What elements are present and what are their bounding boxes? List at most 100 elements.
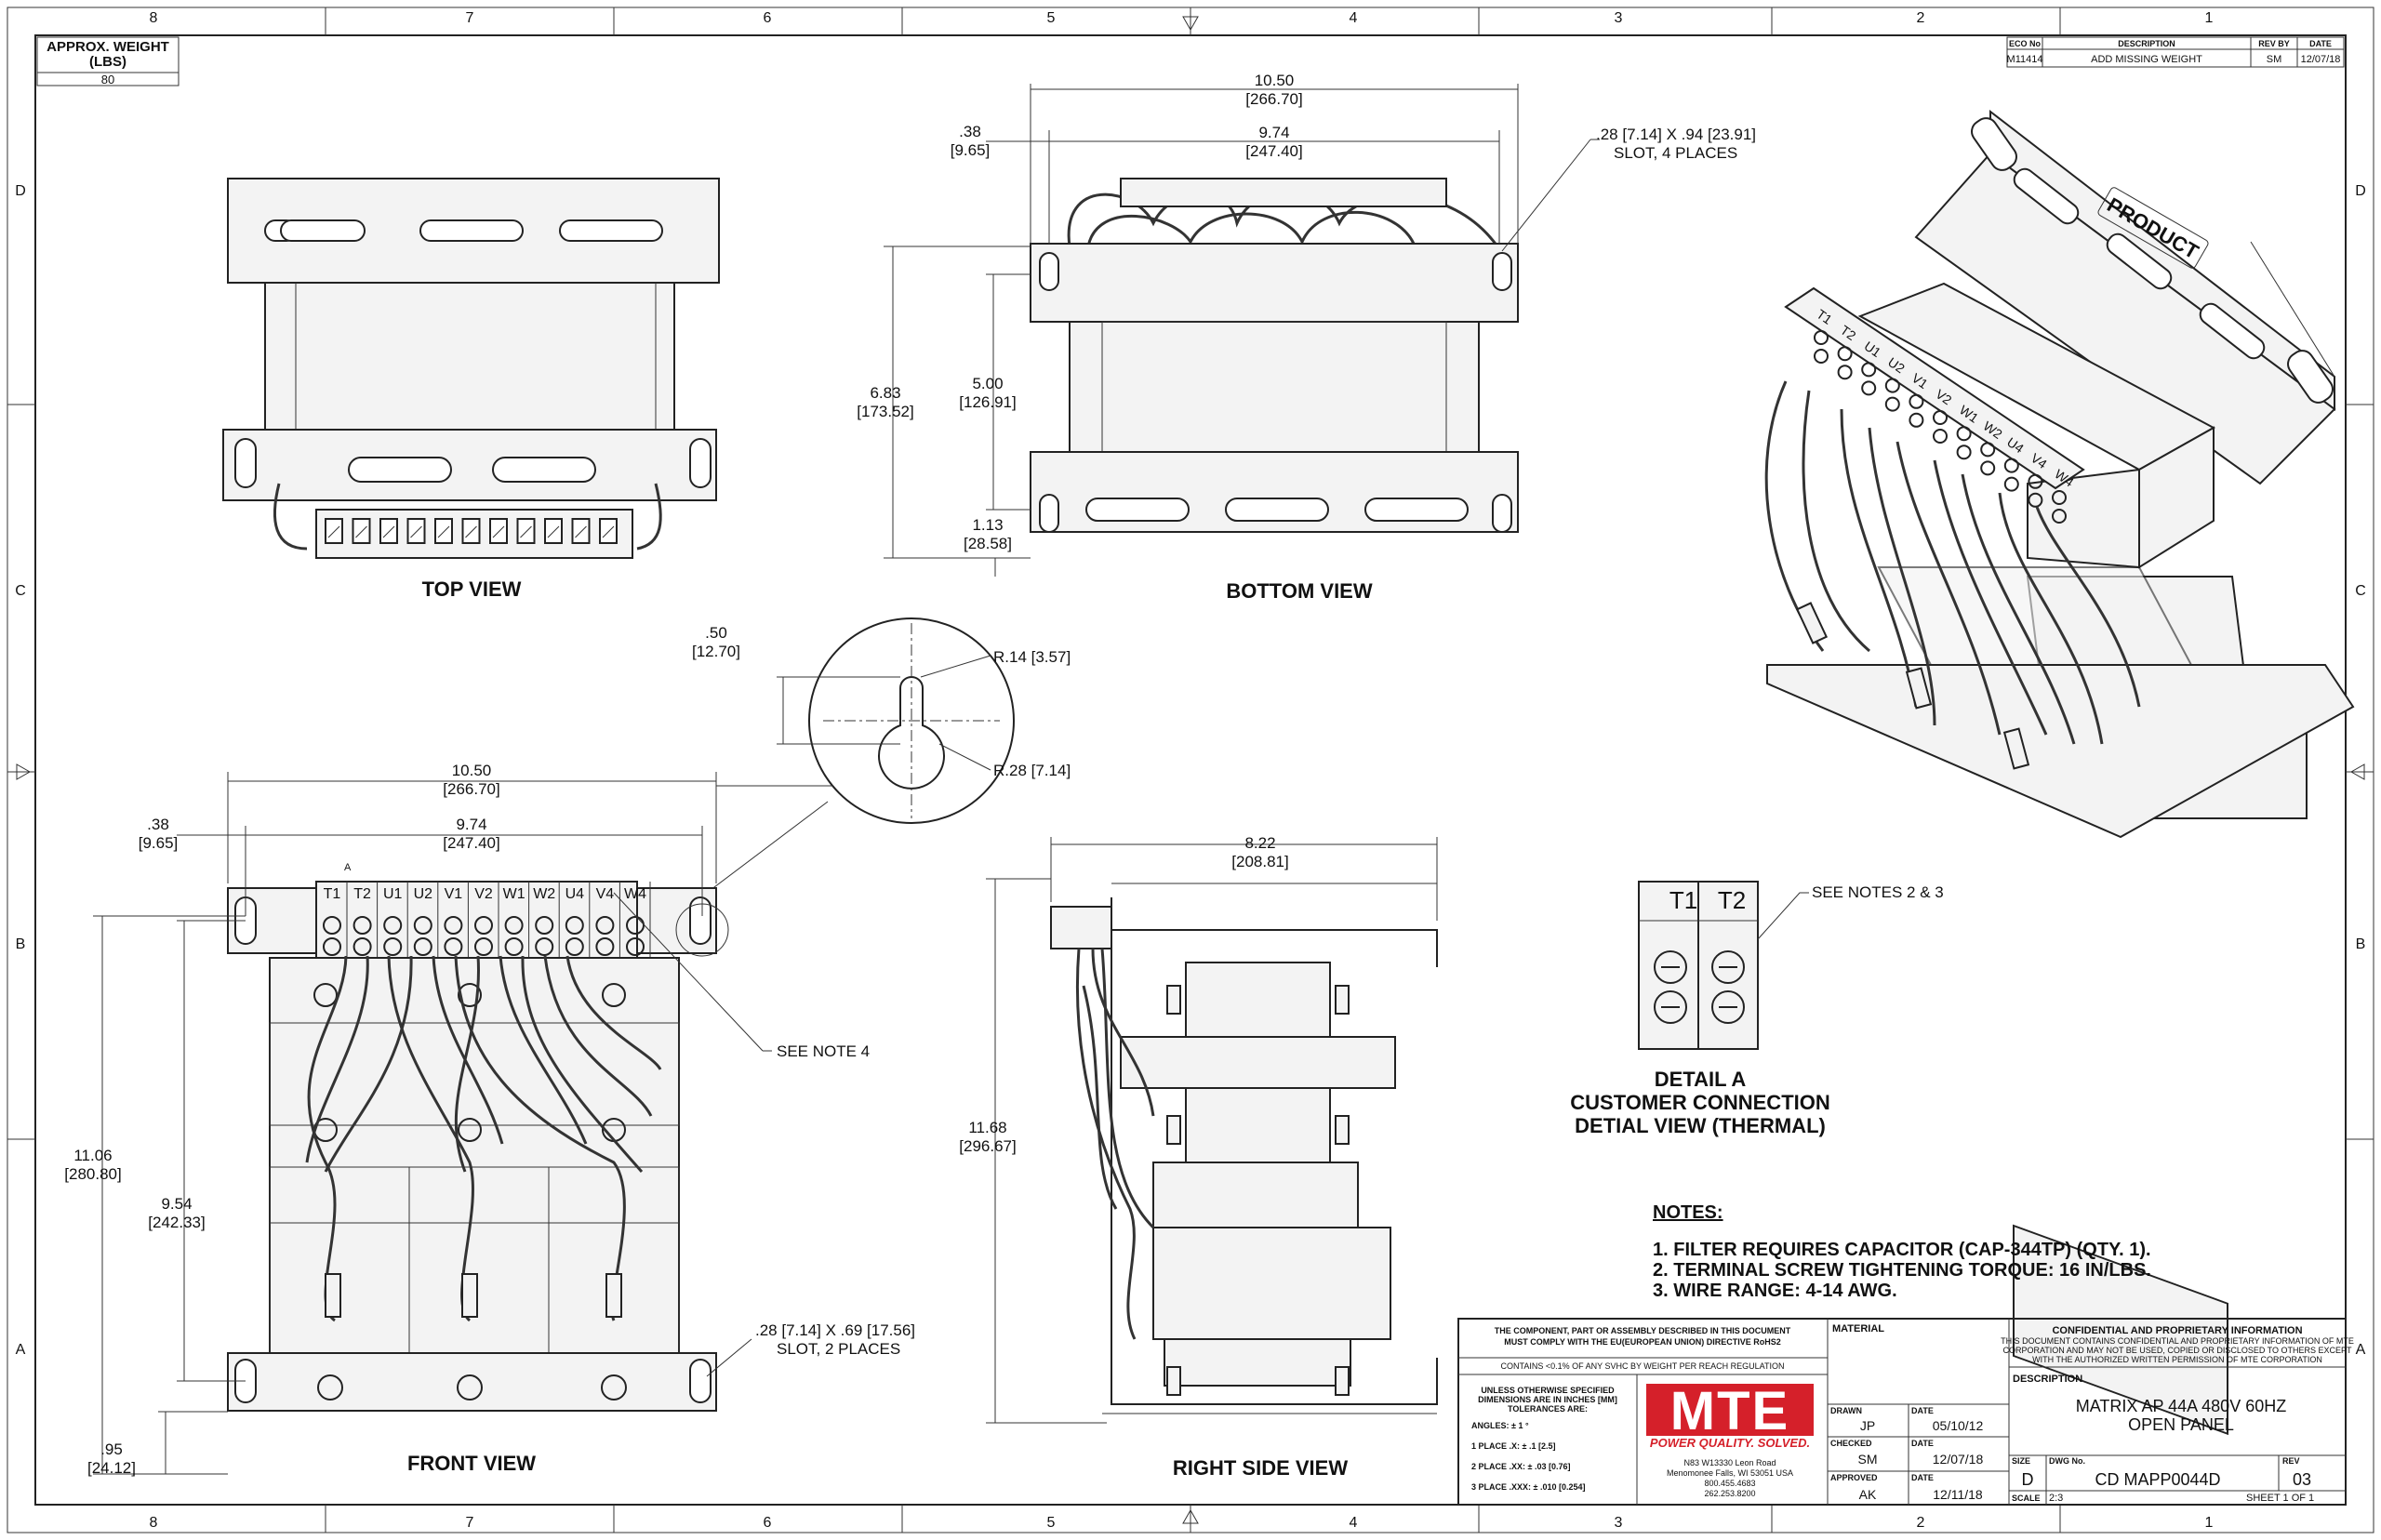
rev-cell: M11414 [2007,54,2043,65]
terminal-label: W2 [533,886,555,902]
rohs-text: MUST COMPLY WITH THE EU(EUROPEAN UNION) … [1504,1337,1781,1347]
terminal-block [599,518,618,544]
terminal-block: W4 [624,882,651,958]
tolerance-text: UNLESS OTHERWISE SPECIFIED [1481,1386,1615,1395]
terminal-block: U4 [565,882,591,958]
date-label: DATE [1911,1439,1934,1448]
tolerance-text: TOLERANCES ARE: [1508,1404,1588,1414]
dim-text: .38 [147,816,169,833]
col-label: 3 [1615,1515,1623,1531]
slot-callout: SLOT, 2 PLACES [777,1340,900,1358]
front-view-label: FRONT VIEW [407,1452,536,1475]
address-line: N83 W13330 Leon Road [1683,1458,1776,1467]
terminal-label: T2 [1838,323,1859,344]
detail-terminal-label: T1 [1669,886,1697,914]
dim-text: [208.81] [1231,853,1288,870]
title-block: THE COMPONENT, PART OR ASSEMBLY DESCRIBE… [1457,1318,2354,1506]
dim-text: [126.91] [959,393,1016,411]
rev-value: 03 [2293,1470,2311,1489]
terminal-block: T2 [1837,323,1859,380]
dim-text: [242.33] [148,1214,205,1231]
terminal-block [352,518,371,544]
col-label: 8 [150,1515,158,1531]
rev-label: REV [2282,1456,2300,1466]
svg-text:(LBS): (LBS) [89,54,126,70]
dim-text: 8.22 [1244,834,1275,852]
col-label: 7 [466,10,474,26]
date-label: DATE [1911,1473,1934,1482]
rev-header: ECO No [2009,39,2042,48]
terminal-block: T2 [352,882,379,958]
conf-title: CONFIDENTIAL AND PROPRIETARY INFORMATION [2052,1325,2302,1336]
col-label: 1 [2205,10,2214,26]
dim-text: 11.06 [73,1147,112,1164]
drawn-by: JP [1860,1418,1875,1433]
checked-label: CHECKED [1830,1439,1872,1448]
right-side-view: RIGHT SIDE VIEW 8.22 [208.81] 11.68 [296… [959,834,1438,1480]
row-label: B [2356,936,2366,952]
rev-cell: SM [2267,54,2282,65]
detail-title: DETAIL A [1655,1068,1747,1091]
rev-header: DESCRIPTION [2118,39,2175,48]
revision-table: ECO No DESCRIPTION REV BY DATE M11414 AD… [2006,36,2345,68]
terminal-label: V4 [596,886,615,902]
logo-tagline: POWER QUALITY. SOLVED. [1650,1436,1810,1450]
terminal-block: V4 [595,882,620,958]
dim-text: [266.70] [1245,90,1302,108]
rev-header: REV BY [2258,39,2290,48]
dwg-number: CD MAPP0044D [2095,1470,2220,1489]
bottom-view-label: BOTTOM VIEW [1226,579,1372,603]
mte-logo: MTE POWER QUALITY. SOLVED. [1646,1381,1814,1450]
dim-text: [280.80] [64,1165,121,1183]
tolerance-text: 2 PLACE .XX: ± .03 [0.76] [1471,1462,1570,1471]
terminal-block: U1 [383,882,408,958]
drawn-label: DRAWN [1830,1406,1862,1415]
detail-a: T1 T2 SEE NOTES 2 & 3 DETAIL A CUSTOMER … [1570,881,1944,1137]
dim-text: [9.65] [951,141,991,159]
terminal-label: U2 [414,886,433,902]
conf-text: THIS DOCUMENT CONTAINS CONFIDENTIAL AND … [2001,1336,2354,1346]
rev-cell: ADD MISSING WEIGHT [2091,54,2202,65]
weight-box: APPROX. WEIGHT (LBS) 80 [36,36,180,86]
dim-text: 9.54 [161,1195,192,1213]
terminal-label: U4 [565,886,585,902]
top-view-label: TOP VIEW [422,578,522,601]
terminal-block: U2 [414,882,439,958]
terminal-label: V1 [445,886,463,902]
sheet-border: 8 7 6 5 4 3 2 1 8 7 6 5 4 3 2 1 D C B A … [7,7,2374,1533]
terminal-block [461,518,481,544]
row-label: D [2355,183,2366,199]
row-label: A [2356,1342,2366,1358]
slot-callout: .28 [7.14] X .69 [17.56] [755,1321,915,1339]
note-item: 1. FILTER REQUIRES CAPACITOR (CAP-344TP)… [1653,1240,2151,1260]
dim-text: [247.40] [443,834,499,852]
description-line: MATRIX AP 44A 480V 60HZ [2076,1397,2286,1415]
dim-text: [9.65] [139,834,179,852]
col-label: 8 [150,10,158,26]
row-label: A [16,1342,26,1358]
terminal-block [489,518,508,544]
col-label: 7 [466,1515,474,1531]
detail-terminal-label: T2 [1718,886,1746,914]
dim-text: 10.50 [1255,72,1295,89]
col-label: 3 [1615,10,1623,26]
tolerance-text: ANGLES: ± 1 ° [1471,1421,1529,1430]
weight-value: 80 [101,73,114,86]
terminal-block: V2 [474,882,499,958]
dim-text: [28.58] [964,535,1012,552]
terminal-block [379,518,398,544]
dim-text: [24.12] [87,1459,136,1477]
note-item: 3. WIRE RANGE: 4-14 AWG. [1653,1281,1897,1301]
dim-text: [296.67] [959,1137,1016,1155]
scale-label: SCALE [2012,1494,2041,1503]
right-side-view-label: RIGHT SIDE VIEW [1173,1456,1348,1480]
terminal-block [544,518,563,544]
note-item: 2. TERMINAL SCREW TIGHTENING TORQUE: 16 … [1653,1260,2151,1281]
col-label: 6 [764,10,772,26]
description-line: OPEN PANEL [2128,1415,2234,1434]
dwg-label: DWG No. [2049,1456,2085,1466]
keyhole-detail: .50 [12.70] R.14 [3.57] R.28 [7.14] [692,617,1071,894]
dim-text: [247.40] [1245,142,1302,160]
